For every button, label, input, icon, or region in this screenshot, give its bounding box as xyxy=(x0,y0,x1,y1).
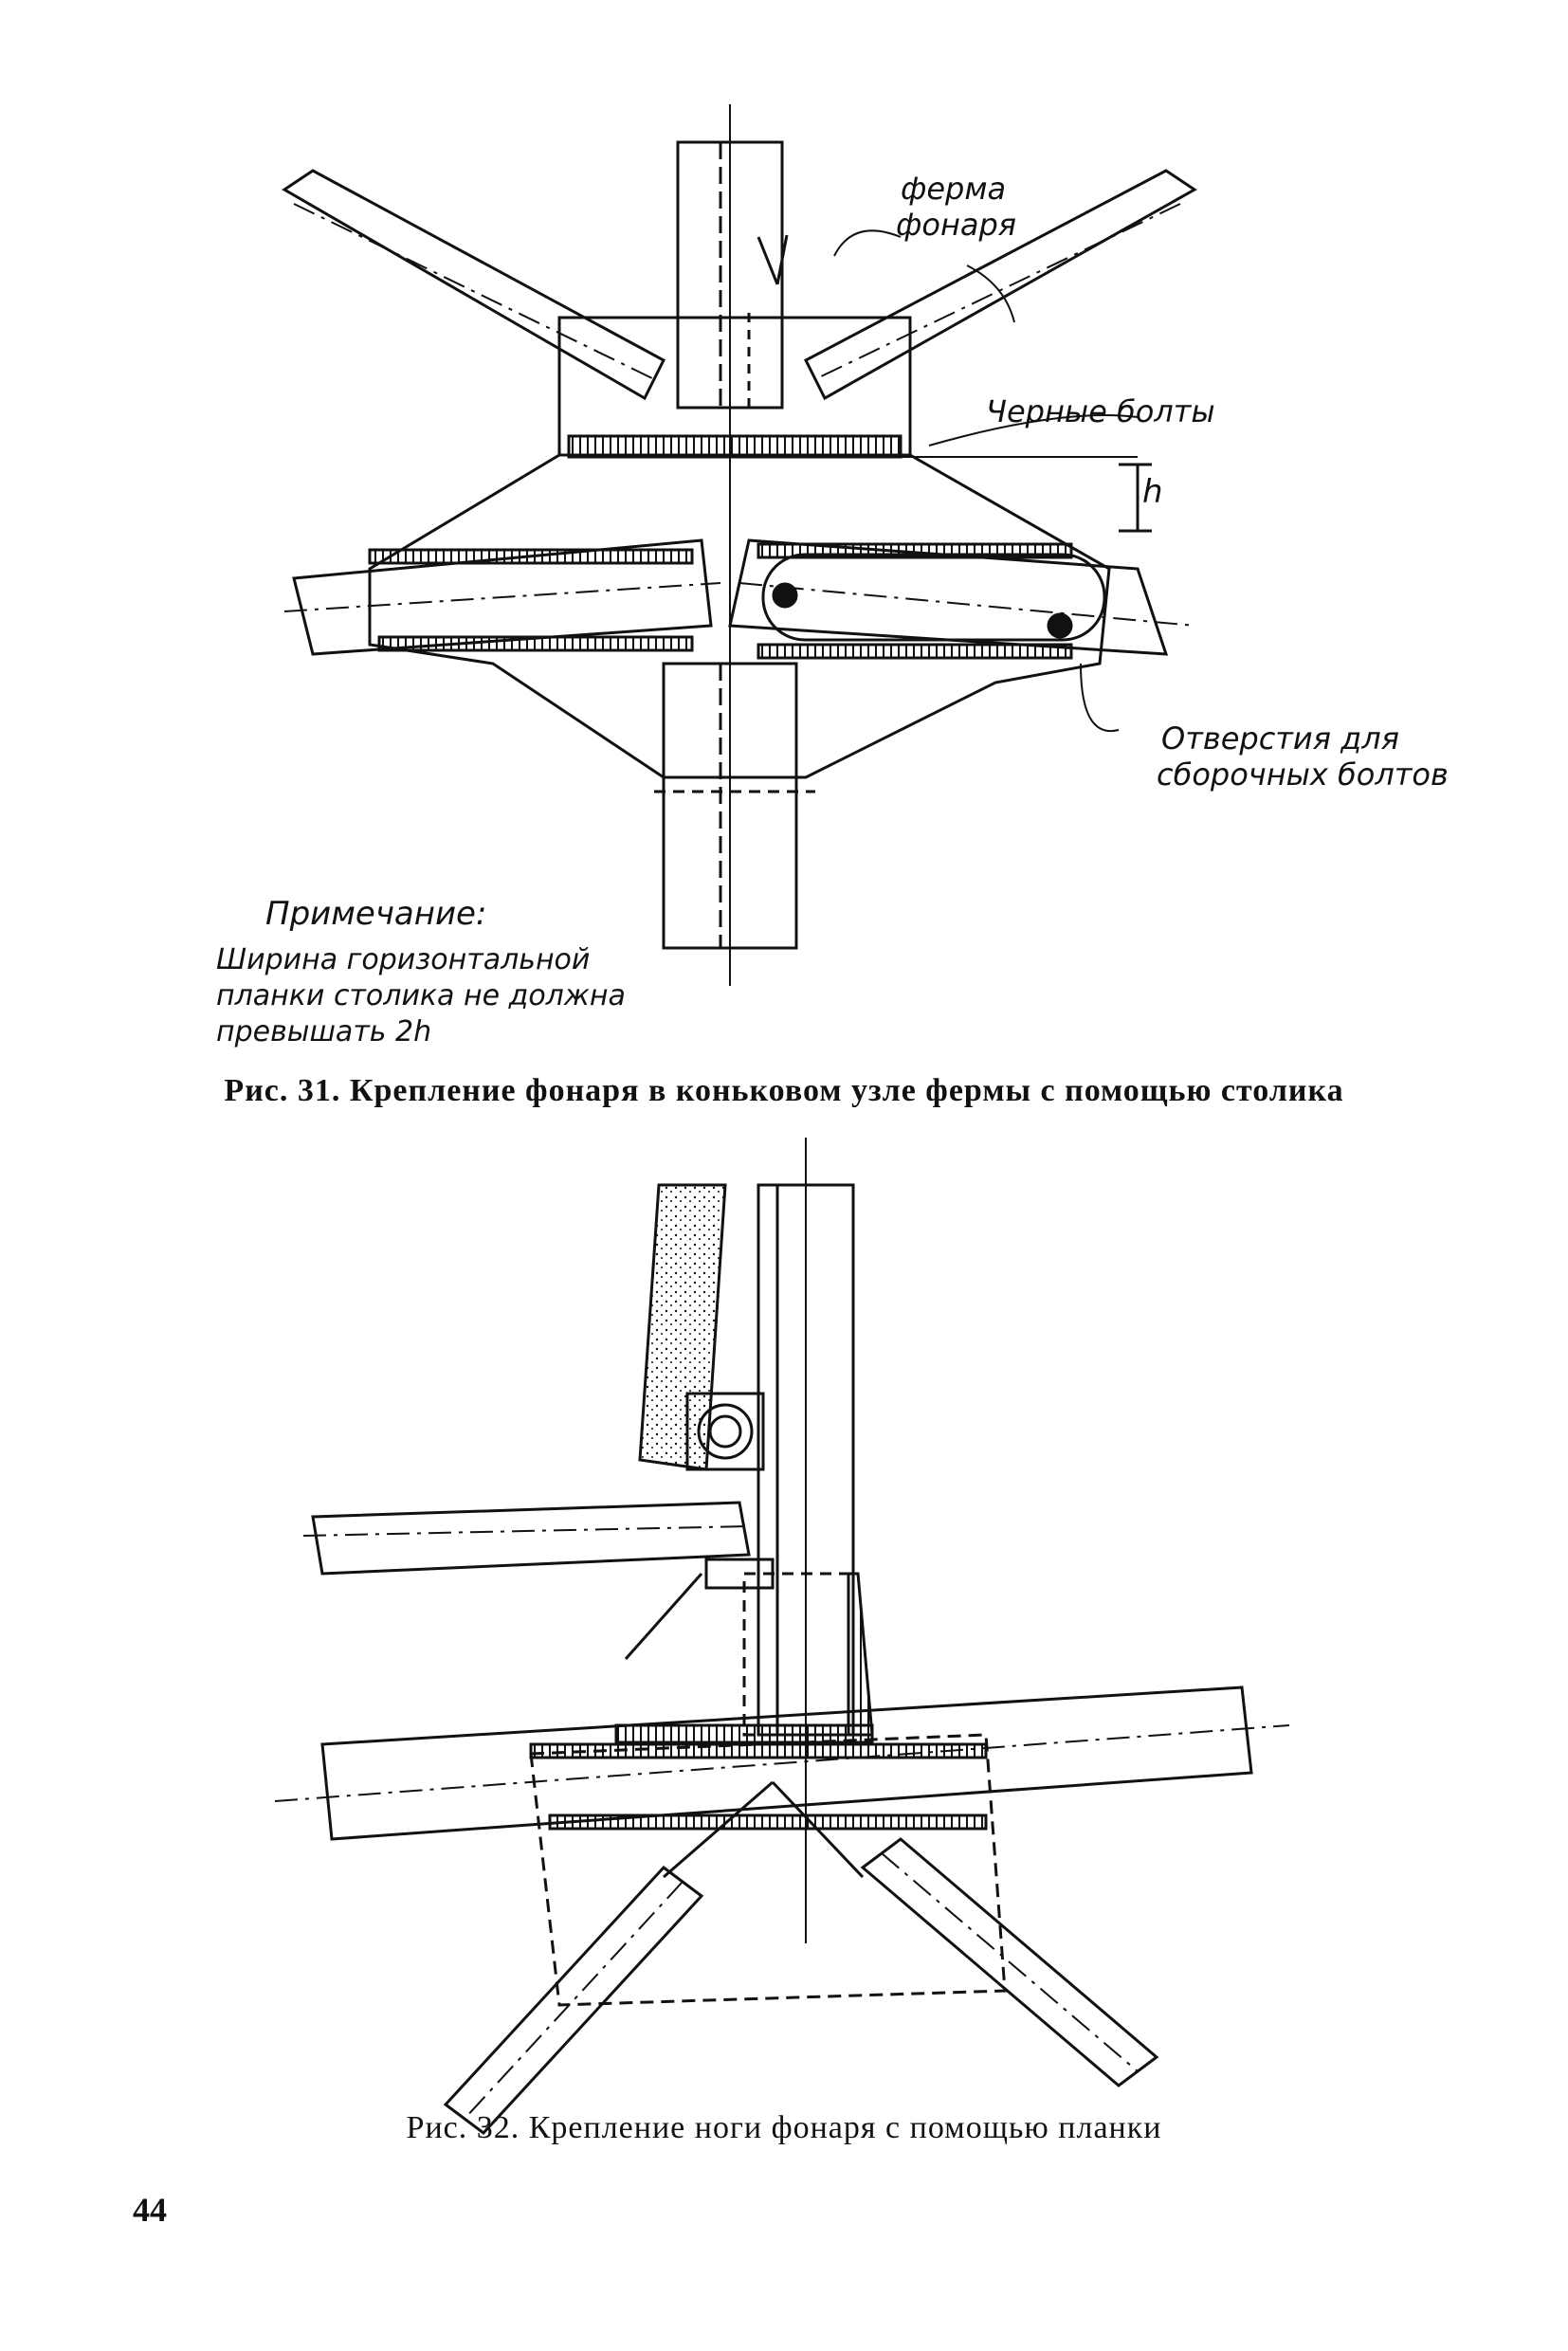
note-line-3: превышать 2h xyxy=(216,1015,431,1048)
figure-32-lantern-leg-drawing xyxy=(0,1128,1568,2152)
label-holes-line1: Отверстия для xyxy=(1161,720,1399,756)
figure-31-geometry xyxy=(282,104,1197,986)
label-h-dimension: h xyxy=(1142,473,1163,511)
label-black-bolts: Черные болты xyxy=(986,393,1215,429)
figure-32-caption: Рис. 32. Крепление ноги фонаря с помощью… xyxy=(406,2110,1162,2145)
figure-32-svg xyxy=(274,1138,1290,2136)
note-line-1: Ширина горизонтальной xyxy=(216,943,590,976)
label-truss-line2: фонаря xyxy=(896,207,1016,243)
figure-32-geometry xyxy=(274,1138,1290,2136)
page-number: 44 xyxy=(133,2191,167,2229)
figure-31-ridge-node-drawing: ферма фонаря Черные болты h Отверстия дл… xyxy=(0,0,1568,1062)
note-title: Примечание: xyxy=(265,895,486,933)
figure-31-caption: Рис. 31. Крепление фонаря в коньковом уз… xyxy=(224,1073,1344,1108)
note-line-2: планки столика не должна xyxy=(216,979,626,1012)
label-holes-line2: сборочных болтов xyxy=(1157,756,1449,793)
figure-31-svg: ферма фонаря Черные болты h Отверстия дл… xyxy=(216,104,1449,1048)
label-truss-line1: ферма xyxy=(901,171,1006,207)
